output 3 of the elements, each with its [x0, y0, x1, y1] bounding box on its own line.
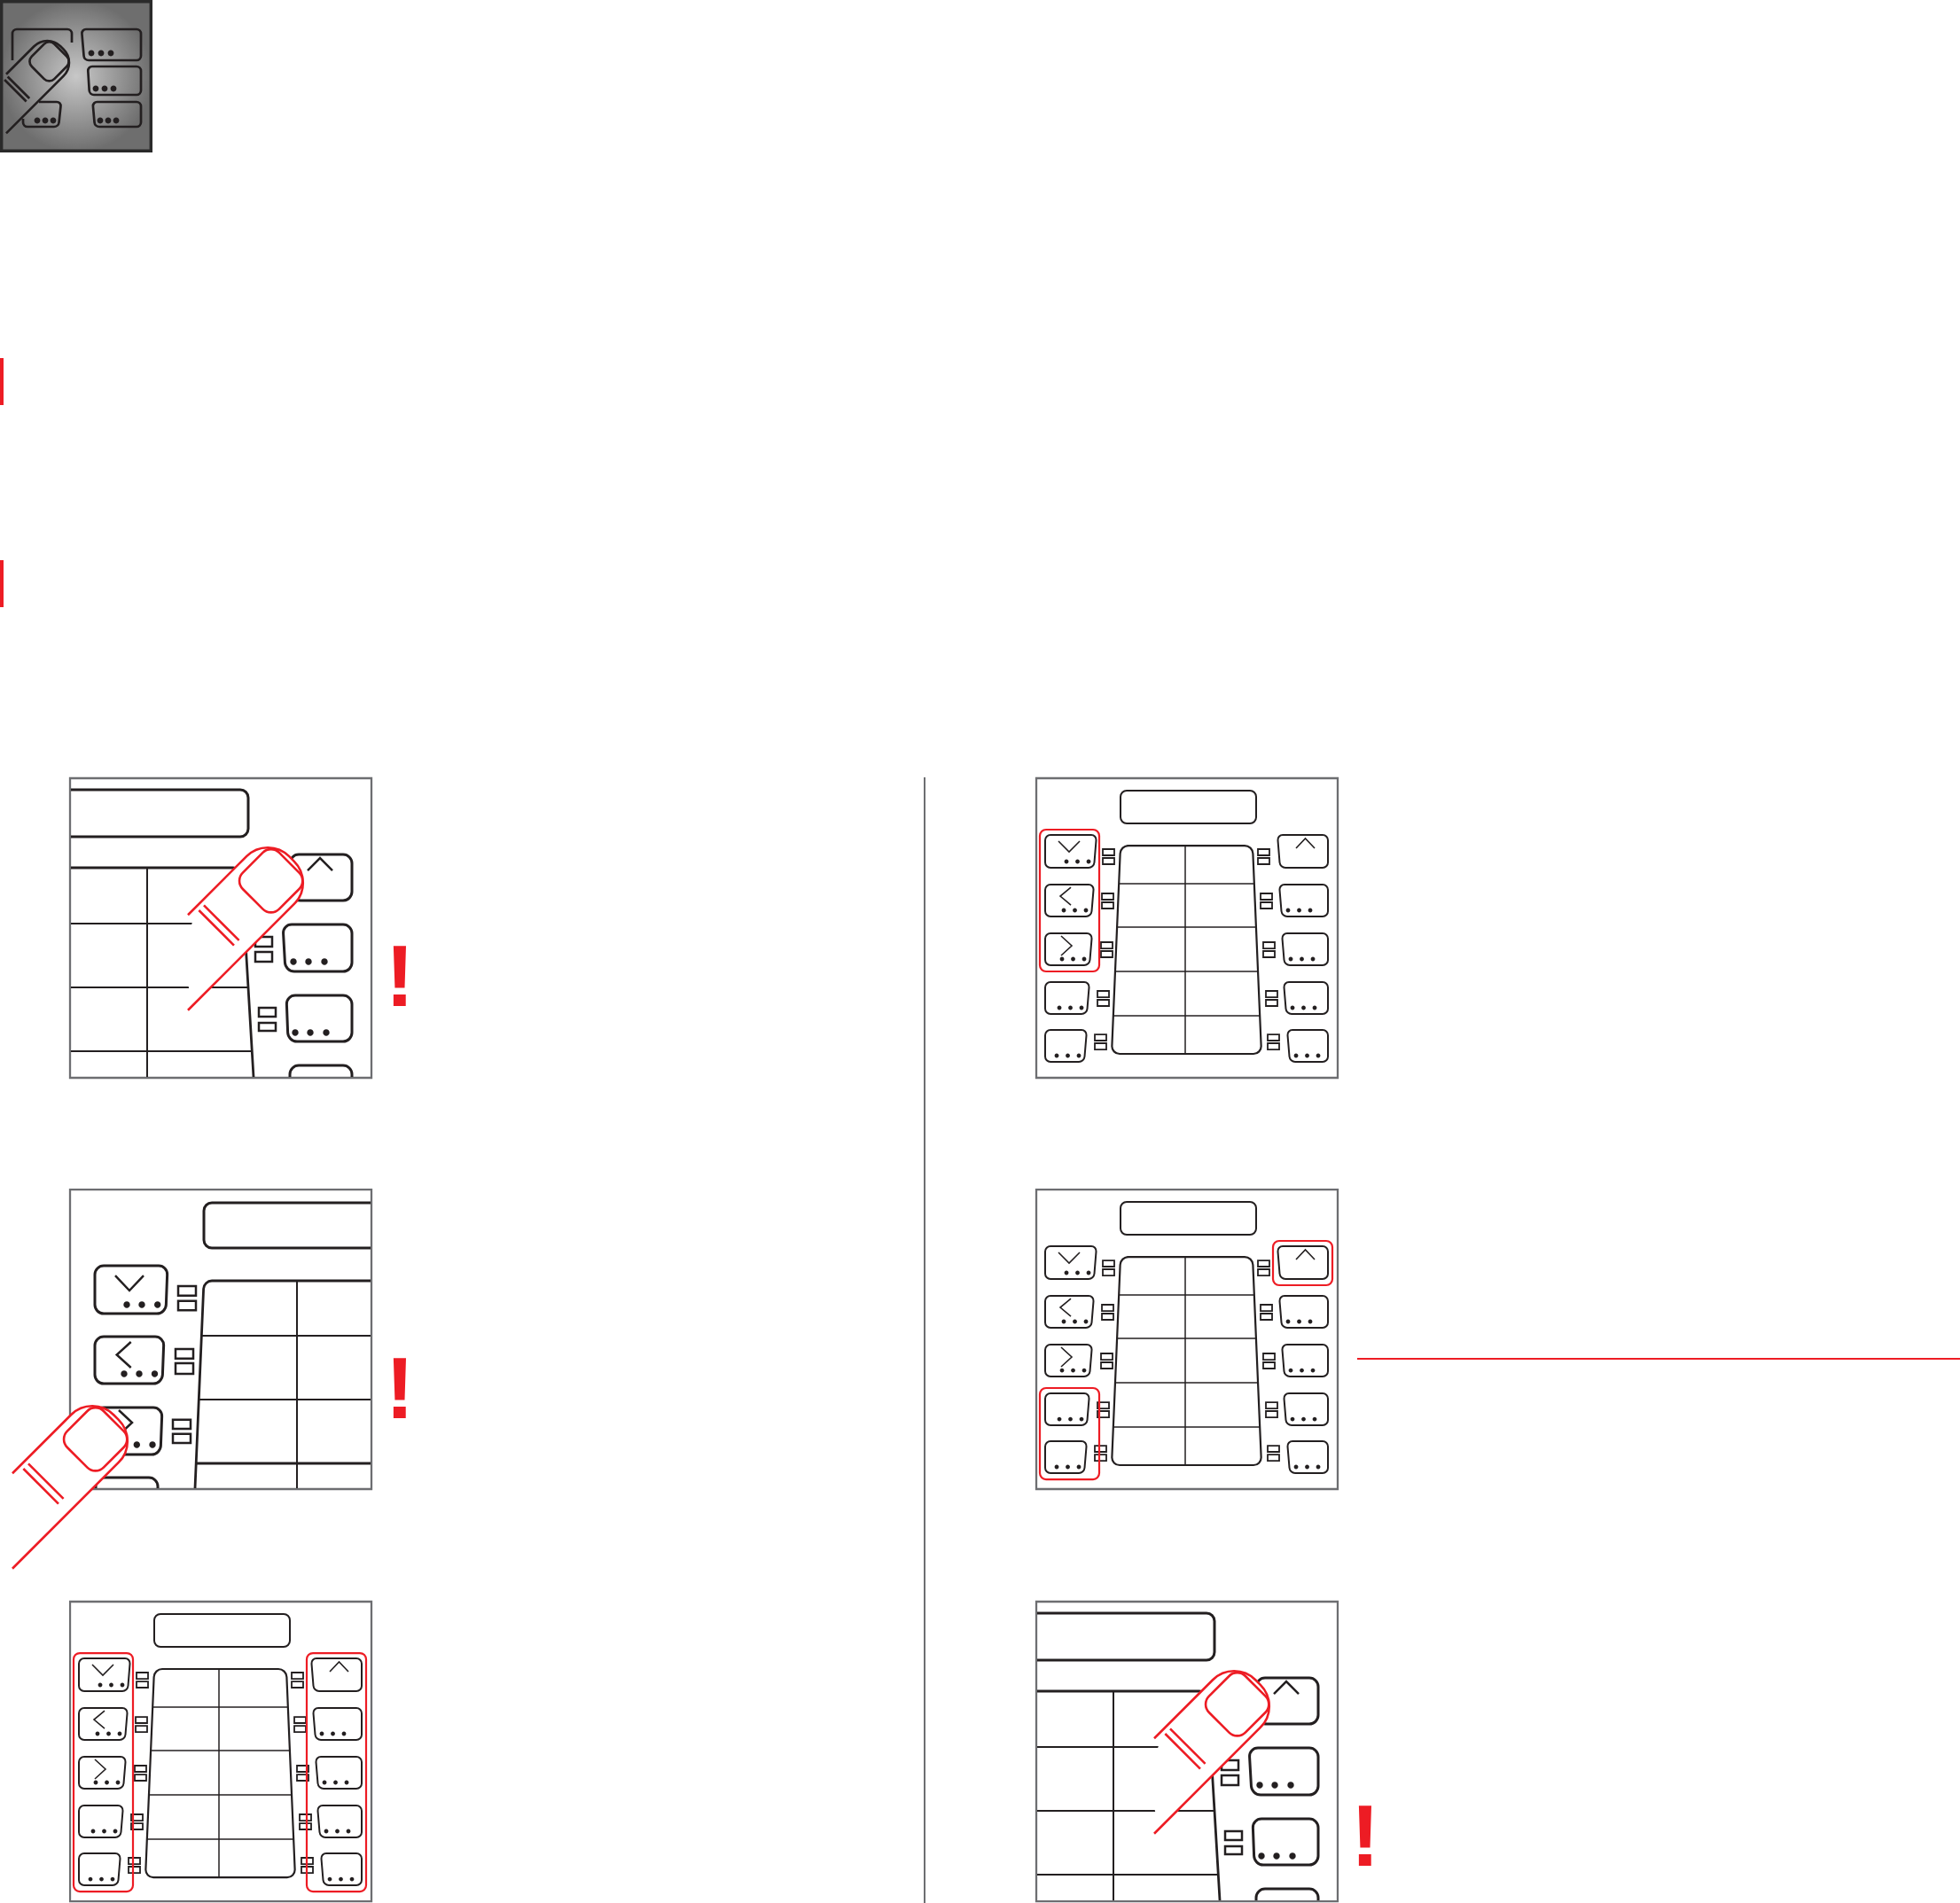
- exclamation-mark: !: [1358, 1806, 1371, 1866]
- exclamation-mark: !: [393, 1358, 406, 1418]
- exclamation-mark: !: [393, 946, 406, 1006]
